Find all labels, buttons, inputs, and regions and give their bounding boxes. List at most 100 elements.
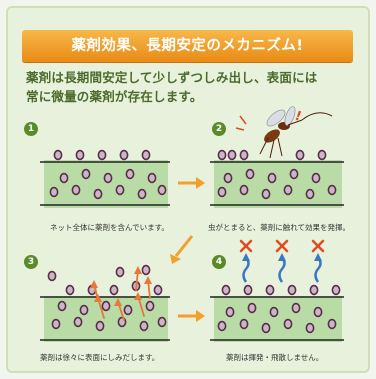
drug-particle — [305, 188, 315, 200]
cross-icon — [275, 239, 289, 253]
arrow-right-icon — [178, 177, 205, 189]
drug-particle — [269, 306, 279, 318]
drug-particle — [153, 284, 163, 296]
drug-particle — [217, 186, 227, 198]
drug-particle — [95, 320, 105, 332]
step-4-number: 4 — [212, 255, 226, 269]
drug-particle — [137, 188, 147, 200]
drug-particle — [267, 172, 277, 184]
drug-particle — [73, 316, 83, 328]
net-band — [214, 296, 342, 342]
cross-icon — [311, 239, 325, 253]
drug-particle — [75, 149, 85, 161]
drug-particle — [327, 184, 337, 196]
drug-particle — [123, 304, 133, 316]
drug-particle — [265, 284, 275, 296]
drug-particle — [313, 306, 323, 318]
wavy-arrow-icon — [314, 257, 322, 283]
drug-particle — [115, 266, 125, 278]
drug-particle — [57, 300, 67, 312]
step-1-number: 1 — [24, 122, 38, 136]
drug-particle — [283, 184, 293, 196]
drug-particle — [217, 320, 227, 332]
wavy-arrow-head — [242, 253, 250, 261]
drug-particle — [305, 322, 315, 334]
cross-icon — [239, 239, 253, 253]
title-banner: 薬剤効果、長期安定のメカニズム! — [22, 30, 353, 62]
drug-particle — [223, 172, 233, 184]
upflow-arrow-head — [134, 266, 142, 274]
drug-particle — [93, 188, 103, 200]
net-band — [214, 160, 342, 208]
drug-particle — [239, 149, 249, 161]
drug-particle — [47, 270, 57, 282]
step-2-number: 2 — [212, 122, 226, 136]
upflow-arrow-head — [90, 280, 98, 288]
drug-particle — [109, 284, 119, 296]
upflow-arrow-head — [114, 298, 122, 306]
step-1-caption: ネット全体に薬剤を含んでいます。 — [50, 223, 169, 232]
drug-particle — [141, 264, 151, 276]
drug-particle — [221, 284, 231, 296]
drug-particle — [295, 149, 305, 161]
drug-particle — [245, 168, 255, 180]
upflow-arrow-head — [144, 276, 152, 284]
drug-particle — [141, 149, 151, 161]
drug-particle — [227, 149, 237, 161]
arrow-right-icon — [178, 310, 205, 322]
drug-particle — [239, 318, 249, 330]
drug-particle — [157, 316, 167, 328]
drug-particle — [71, 184, 81, 196]
intro-line-2: 常に微量の薬剤が存在します。 — [26, 89, 203, 104]
drug-particle — [239, 184, 249, 196]
step-2-caption: 虫がとまると、薬剤に触れて効果を発揮。 — [208, 223, 350, 232]
exclamation-icon: ! — [235, 109, 304, 131]
drug-particle — [115, 184, 125, 196]
step-3-number: 3 — [24, 255, 38, 269]
drug-particle — [243, 284, 253, 296]
drug-particle — [81, 168, 91, 180]
drug-particle — [59, 172, 69, 184]
net-band — [44, 160, 168, 208]
drug-particle — [309, 284, 319, 296]
drug-particle — [311, 172, 321, 184]
step-3-caption: 薬剤は徐々に表面にしみだします。 — [40, 353, 160, 362]
svg-text:!: ! — [293, 109, 304, 125]
drug-particle — [79, 304, 89, 316]
drug-particle — [261, 188, 271, 200]
drug-particle — [97, 149, 107, 161]
drug-particle — [139, 320, 149, 332]
drug-particle — [103, 172, 113, 184]
drug-particle — [327, 318, 337, 330]
wavy-arrow-head — [314, 253, 322, 261]
wavy-arrow-icon — [242, 257, 250, 283]
drug-particle — [261, 322, 271, 334]
drug-particle — [317, 149, 327, 161]
mosquito-icon — [259, 106, 333, 159]
drug-particle — [119, 149, 129, 161]
drug-particle — [247, 302, 257, 314]
drug-particle — [49, 186, 59, 198]
drug-particle — [287, 284, 297, 296]
wavy-arrow-icon — [278, 257, 286, 283]
drug-particle — [289, 168, 299, 180]
drug-particle — [51, 318, 61, 330]
drug-particle — [147, 172, 157, 184]
drug-particle — [125, 168, 135, 180]
drug-particle — [283, 318, 293, 330]
drug-particle — [145, 300, 155, 312]
wavy-arrow-head — [278, 253, 286, 261]
drug-particle — [65, 284, 75, 296]
drug-particle — [291, 302, 301, 314]
drug-particle — [101, 300, 111, 312]
drug-particle — [225, 306, 235, 318]
step-4-caption: 薬剤は揮発・飛散しません。 — [226, 353, 324, 362]
intro-line-1: 薬剤は長期間安定して少しずつしみ出し、表面には — [26, 70, 318, 85]
drug-particle — [157, 184, 167, 196]
